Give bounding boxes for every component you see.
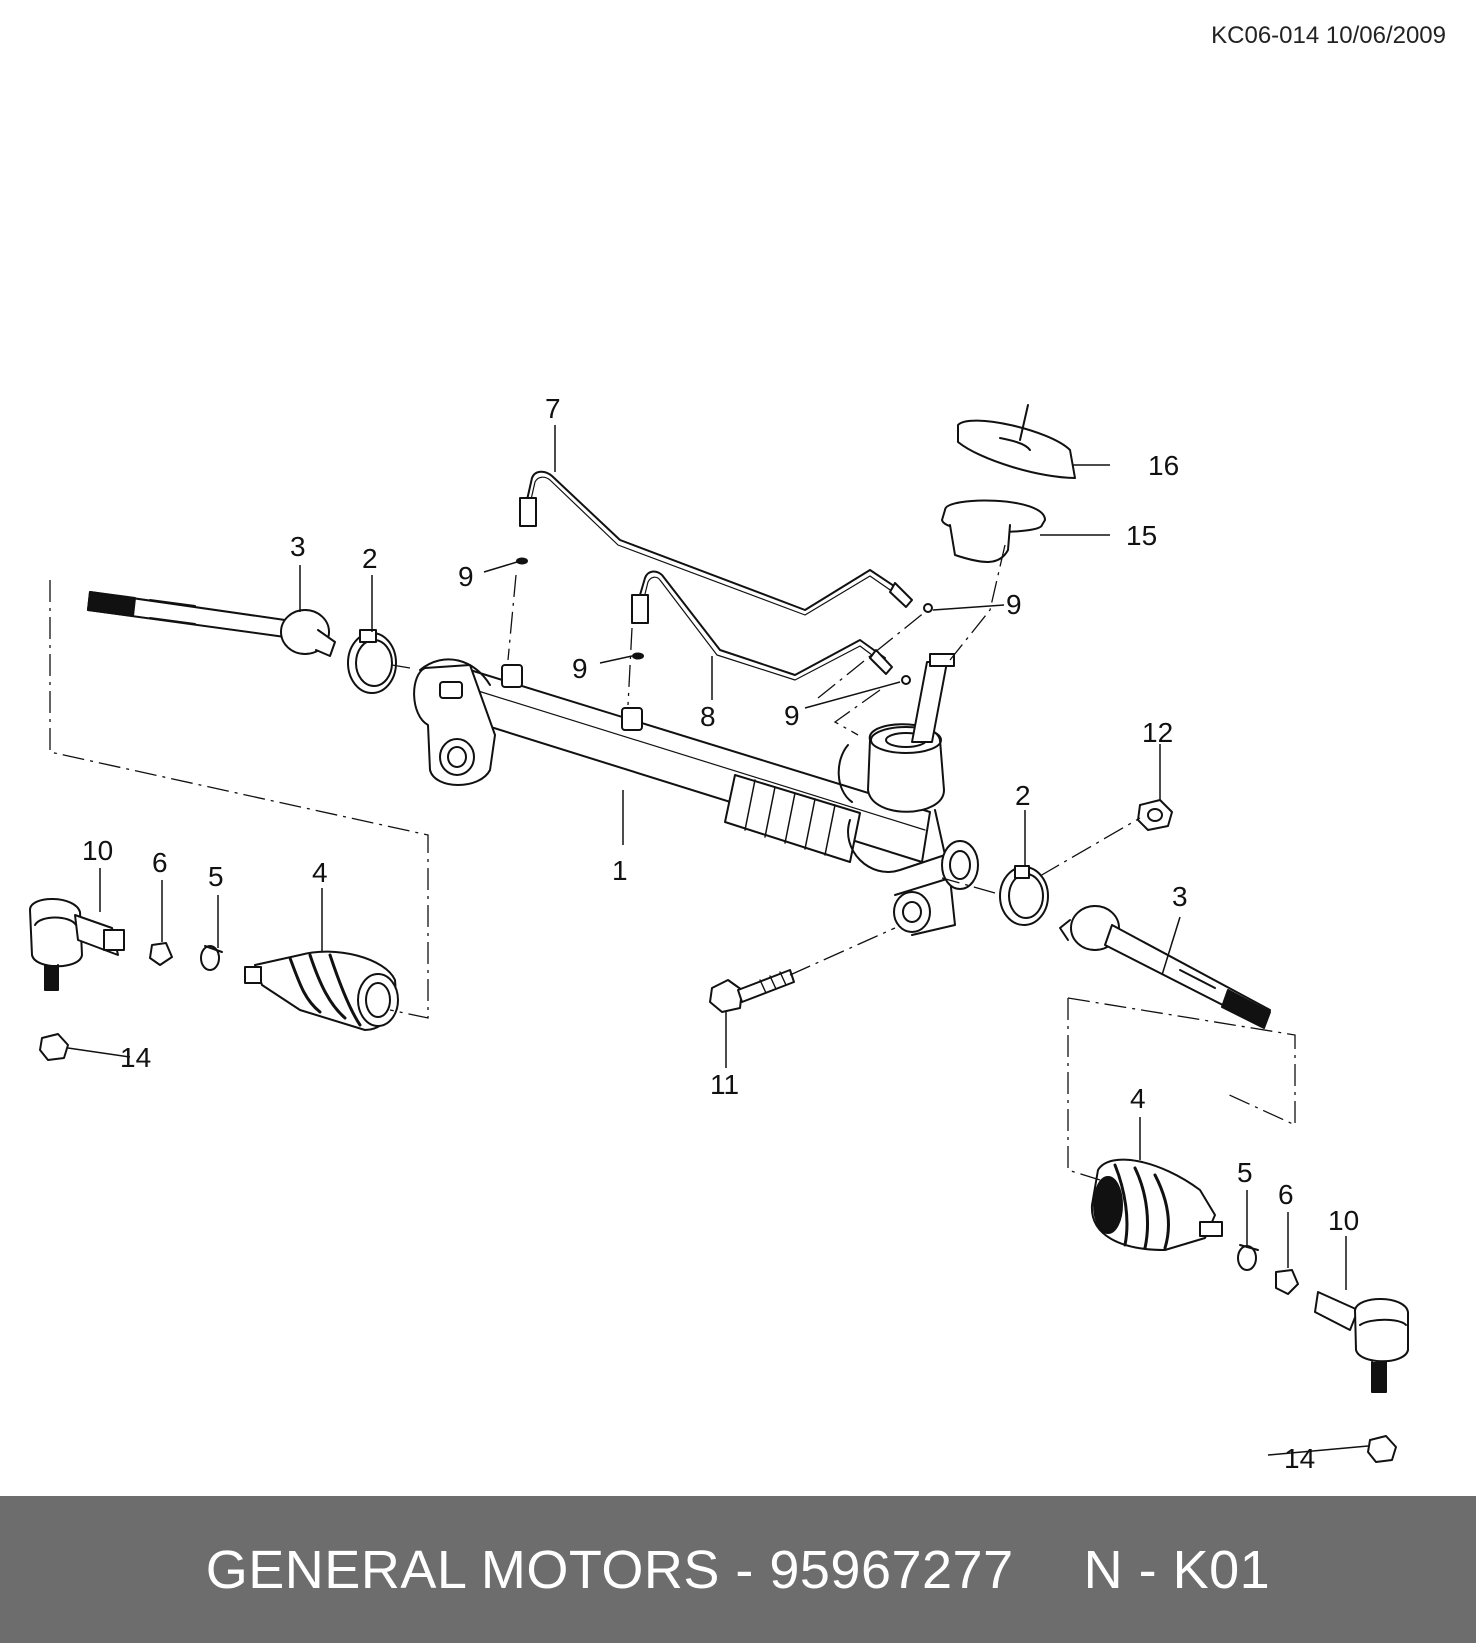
callout-10-right: 10 [1328, 1205, 1359, 1236]
callout-5-right: 5 [1237, 1157, 1253, 1188]
part-code-text: N - K01 [1083, 1539, 1271, 1600]
diagram-reference: KC06-014 10/06/2009 [1211, 22, 1446, 49]
callout-16: 16 [1148, 450, 1179, 481]
assembly-guide-lines [49, 544, 1296, 1181]
callout-4-left: 4 [312, 857, 328, 888]
left-boot-clamp [200, 945, 223, 971]
callout-3-left: 3 [290, 531, 306, 562]
part-footer-bar: GENERAL MOTORS - 95967277 N - K01 [0, 1496, 1476, 1643]
right-jam-nut [1275, 1269, 1299, 1295]
right-clamp [999, 865, 1049, 926]
callout-5-left: 5 [208, 861, 224, 892]
pinion-seal-15 [941, 499, 1046, 563]
steering-rack-exploded-diagram: 1 2 2 3 3 4 4 5 5 6 6 7 8 9 9 9 9 10 10 … [29, 393, 1409, 1474]
part-number-text: GENERAL MOTORS - 95967277 [205, 1539, 1014, 1600]
rack-housing [413, 653, 979, 936]
callout-14-left: 14 [120, 1042, 151, 1073]
return-pipe-8 [631, 570, 893, 681]
callout-2-right: 2 [1015, 780, 1031, 811]
right-boot-clamp [1237, 1244, 1259, 1271]
left-castle-nut [39, 1033, 69, 1061]
callout-14-right: 14 [1284, 1443, 1315, 1474]
callout-9-b: 9 [572, 653, 588, 684]
pipe-o-rings [516, 557, 933, 685]
callout-15: 15 [1126, 520, 1157, 551]
callout-6-left: 6 [152, 847, 168, 878]
leader-lines [67, 425, 1369, 1456]
callout-9-a: 9 [458, 561, 474, 592]
right-inner-tie-rod [1059, 905, 1271, 1029]
callout-2-left: 2 [362, 543, 378, 574]
callout-10-left: 10 [82, 835, 113, 866]
callout-3-right: 3 [1172, 881, 1188, 912]
callout-1: 1 [612, 855, 628, 886]
left-outer-tie-rod-end [29, 898, 125, 991]
left-clamp [347, 629, 397, 694]
left-jam-nut [149, 942, 173, 966]
callout-9-c: 9 [1006, 589, 1022, 620]
right-mount-nut [1137, 799, 1173, 831]
callout-11: 11 [710, 1069, 739, 1100]
left-inner-tie-rod [87, 591, 336, 657]
right-castle-nut [1367, 1435, 1397, 1463]
callout-labels: 1 2 2 3 3 4 4 5 5 6 6 7 8 9 9 9 9 10 10 … [82, 393, 1359, 1474]
callout-9-d: 9 [784, 700, 800, 731]
pinion-cover-16 [957, 404, 1076, 479]
callout-4-right: 4 [1130, 1083, 1146, 1114]
mounting-bolt [709, 969, 795, 1013]
right-outer-tie-rod-end [1314, 1291, 1409, 1393]
pressure-pipe-7 [519, 470, 913, 616]
callout-12: 12 [1142, 717, 1173, 748]
left-boot [244, 950, 399, 1031]
callout-6-right: 6 [1278, 1179, 1294, 1210]
right-boot [1090, 1158, 1223, 1251]
callout-7: 7 [545, 393, 561, 424]
callout-8: 8 [700, 701, 716, 732]
